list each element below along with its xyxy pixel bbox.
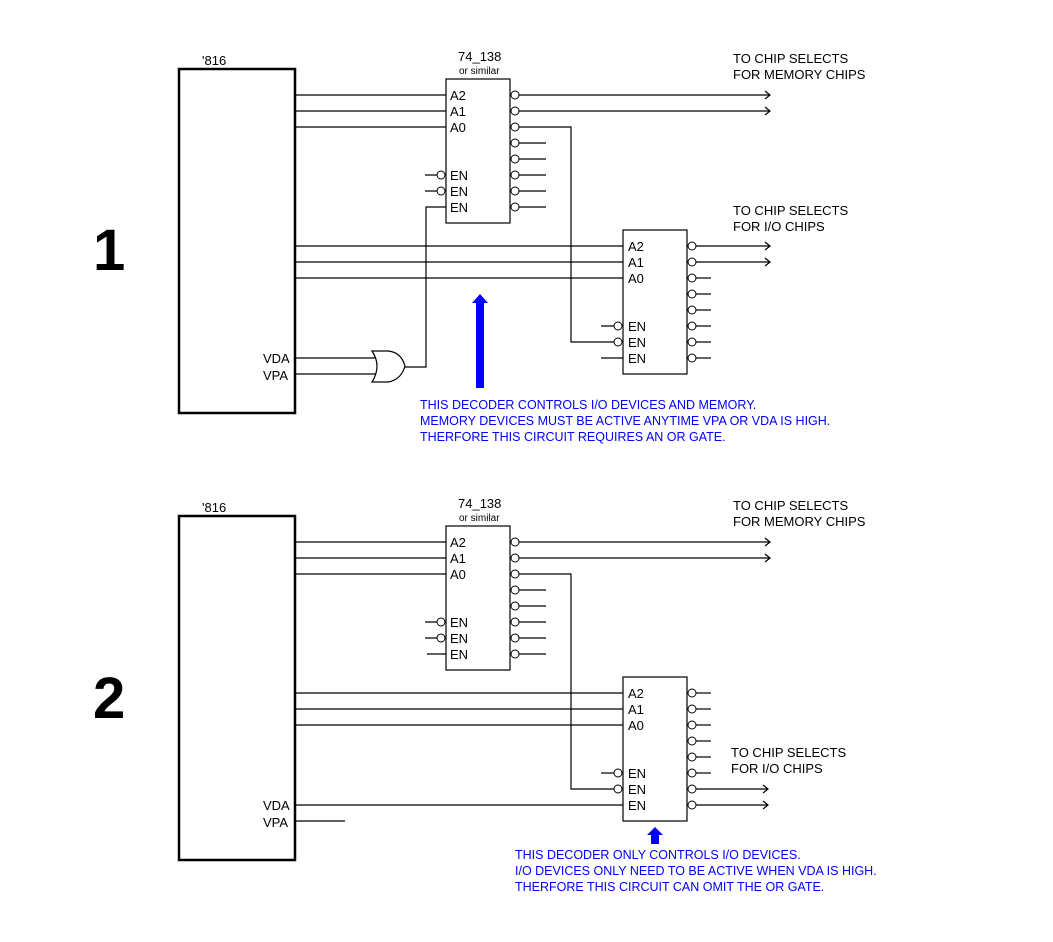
inverting-bubble bbox=[613, 321, 623, 331]
vda-vpa-wires bbox=[295, 357, 376, 375]
io-decoder-outputs bbox=[687, 688, 769, 810]
address-bus-io bbox=[295, 692, 623, 726]
note-line: THIS DECODER ONLY CONTROLS I/O DEVICES. bbox=[515, 848, 801, 862]
mem-target-line1: TO CHIP SELECTS bbox=[733, 498, 848, 513]
cpu-pin-vpa: VPA bbox=[263, 815, 288, 830]
cpu-pin-vda: VDA bbox=[263, 351, 290, 366]
decoder-sub-label: or similar bbox=[459, 66, 500, 77]
io-decoder-chip bbox=[622, 676, 688, 822]
enable-1: EN bbox=[450, 615, 468, 630]
enable-2: EN bbox=[450, 184, 468, 199]
mem-target-line1: TO CHIP SELECTS bbox=[733, 51, 848, 66]
enable-3: EN bbox=[628, 798, 646, 813]
inverting-bubble bbox=[613, 784, 623, 794]
decoder-part-label: 74_138 bbox=[458, 49, 501, 64]
decoder-part-label: 74_138 bbox=[458, 496, 501, 511]
input-a1: A1 bbox=[450, 551, 466, 566]
enable-wires bbox=[425, 621, 446, 655]
inverting-bubble bbox=[613, 337, 623, 347]
input-a2: A2 bbox=[450, 535, 466, 550]
note-line: THERFORE THIS CIRCUIT REQUIRES AN OR GAT… bbox=[420, 430, 726, 444]
enable-2: EN bbox=[628, 335, 646, 350]
enable-1: EN bbox=[628, 319, 646, 334]
input-a0: A0 bbox=[628, 271, 644, 286]
io-decoder-chip bbox=[622, 229, 688, 375]
inverting-bubble bbox=[436, 186, 446, 196]
note-line: I/O DEVICES ONLY NEED TO BE ACTIVE WHEN … bbox=[515, 864, 877, 878]
cpu-chip bbox=[177, 67, 297, 415]
enable-wires bbox=[601, 325, 623, 359]
inverting-bubble bbox=[613, 768, 623, 778]
enable-3: EN bbox=[628, 351, 646, 366]
io-target-line2: FOR I/O CHIPS bbox=[731, 761, 823, 776]
or-to-enable-wire bbox=[405, 206, 446, 368]
memory-decoder-outputs bbox=[510, 537, 771, 790]
io-target-line1: TO CHIP SELECTS bbox=[733, 203, 848, 218]
enable-3: EN bbox=[450, 200, 468, 215]
address-bus-mem bbox=[295, 541, 446, 575]
diagram-1: 1 '816 VDA VPA 74_138 or similar A2 A1 A… bbox=[93, 49, 866, 444]
cpu-chip bbox=[177, 514, 297, 862]
note-line: THIS DECODER CONTROLS I/O DEVICES AND ME… bbox=[420, 398, 756, 412]
inverting-bubble bbox=[436, 170, 446, 180]
input-a0: A0 bbox=[450, 567, 466, 582]
memory-decoder-chip bbox=[445, 78, 511, 224]
diagram-number: 1 bbox=[93, 218, 125, 283]
cpu-pin-vpa: VPA bbox=[263, 368, 288, 383]
enable-2: EN bbox=[450, 631, 468, 646]
enable-wires bbox=[425, 174, 437, 192]
or-gate-icon bbox=[370, 350, 406, 383]
arrow-up-icon bbox=[647, 827, 663, 844]
cpu-label: '816 bbox=[202, 53, 226, 68]
diagram-2: 2 '816 VDA VPA 74_138 or similar A2 A1 A… bbox=[93, 496, 877, 894]
io-decoder-outputs bbox=[687, 241, 771, 363]
address-bus-mem bbox=[295, 94, 446, 128]
input-a1: A1 bbox=[450, 104, 466, 119]
diagram-number: 2 bbox=[93, 666, 125, 731]
memory-decoder-outputs bbox=[510, 90, 771, 343]
memory-decoder-chip bbox=[445, 525, 511, 671]
inverting-bubble bbox=[436, 617, 446, 627]
note-line: MEMORY DEVICES MUST BE ACTIVE ANYTIME VP… bbox=[420, 414, 830, 428]
io-target-line2: FOR I/O CHIPS bbox=[733, 219, 825, 234]
input-a1: A1 bbox=[628, 702, 644, 717]
cpu-pin-vda: VDA bbox=[263, 798, 290, 813]
input-a2: A2 bbox=[450, 88, 466, 103]
input-a2: A2 bbox=[628, 239, 644, 254]
cpu-label: '816 bbox=[202, 500, 226, 515]
mem-target-line2: FOR MEMORY CHIPS bbox=[733, 514, 866, 529]
mem-target-line2: FOR MEMORY CHIPS bbox=[733, 67, 866, 82]
enable-1: EN bbox=[450, 168, 468, 183]
arrow-up-icon bbox=[472, 294, 488, 388]
input-a2: A2 bbox=[628, 686, 644, 701]
enable-2: EN bbox=[628, 782, 646, 797]
note-line: THERFORE THIS CIRCUIT CAN OMIT THE OR GA… bbox=[515, 880, 824, 894]
input-a1: A1 bbox=[628, 255, 644, 270]
enable-3: EN bbox=[450, 647, 468, 662]
inverting-bubble bbox=[436, 633, 446, 643]
input-a0: A0 bbox=[628, 718, 644, 733]
enable-1: EN bbox=[628, 766, 646, 781]
decoder-sub-label: or similar bbox=[459, 513, 500, 524]
io-target-line1: TO CHIP SELECTS bbox=[731, 745, 846, 760]
input-a0: A0 bbox=[450, 120, 466, 135]
address-bus-io bbox=[295, 245, 623, 279]
